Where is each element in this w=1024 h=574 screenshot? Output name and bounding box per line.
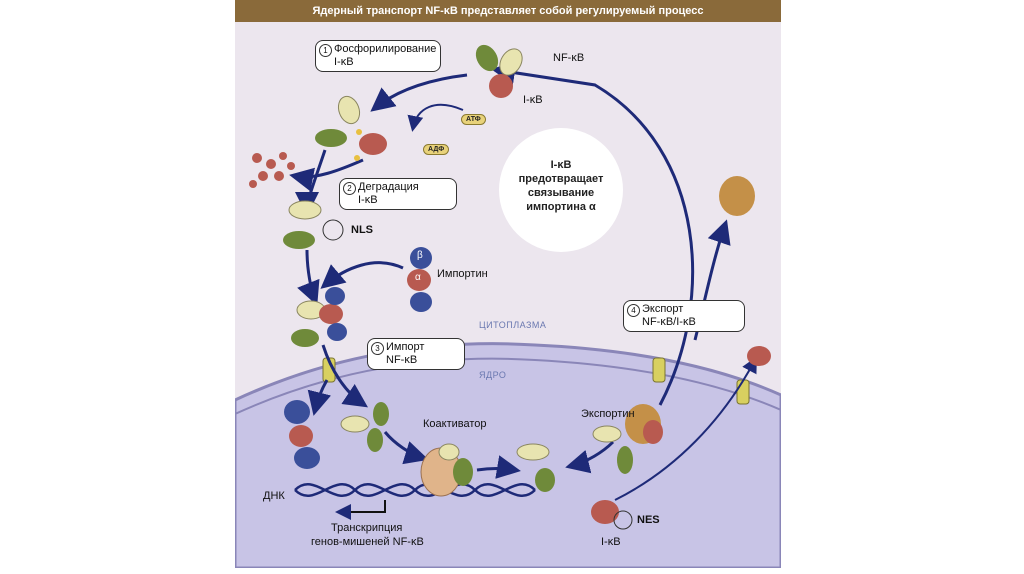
release-arrow: [307, 379, 332, 416]
exportin-label: Экспортин: [581, 408, 635, 420]
nfkb-free: [283, 200, 344, 249]
importin: [407, 247, 432, 312]
ikb-free-right: [747, 346, 771, 366]
cytoplasm-label: ЦИТОПЛАЗМА: [479, 320, 547, 330]
transcription-arrow: [335, 500, 386, 520]
cycle-arrow: [491, 60, 695, 406]
atp-arrow: [407, 103, 464, 132]
importin-alpha-label: α: [415, 272, 421, 283]
step-degradation: 2 Деградация I-κB: [339, 178, 457, 210]
down-arrow-2: [297, 249, 320, 306]
nfkb-importin-complex: [291, 287, 347, 347]
nfkb-ikb-complex-top: [475, 44, 523, 98]
nes-label: NES: [637, 514, 660, 526]
nfkb-label: NF-κB: [553, 52, 585, 64]
center-circle: [499, 128, 623, 252]
exportin-arrow: [614, 356, 757, 501]
center-line-3: связывание: [527, 187, 595, 199]
transcription-label-2: генов-мишеней NF-κB: [311, 536, 424, 548]
importin-nucleus: [284, 400, 320, 469]
step-text-line1: Импорт: [386, 341, 425, 353]
ikb-nes: [591, 500, 633, 530]
phosphorylation-arrow: [370, 73, 468, 112]
nfkb-right: [516, 443, 555, 492]
to-export-arrow: [476, 455, 521, 479]
step-number: 1: [319, 44, 332, 57]
step-text-line2: NF-κB: [386, 354, 418, 366]
nuclear-membrane-inner: [235, 357, 781, 415]
nfkb-nucleus: [340, 402, 389, 452]
adp-badge: АДФ: [423, 144, 450, 155]
ikb-bottom-label: I-κB: [601, 536, 621, 548]
step-phosphorylation: 1 Фосфорилирование I-κB: [315, 40, 441, 72]
diagram-canvas: [235, 44, 781, 568]
import-arrow: [321, 344, 368, 408]
step-text-line2: I-κB: [358, 194, 378, 206]
step-text-line2: I-κB: [334, 56, 354, 68]
step-text-line1: Деградация: [358, 181, 419, 193]
coactivator-label: Коактиватор: [423, 418, 487, 430]
ikb-top-label: I-κB: [523, 94, 543, 106]
nls-label: NLS: [351, 224, 373, 236]
step-number: 2: [343, 182, 356, 195]
center-line-4: импортина α: [526, 201, 596, 213]
figure-panel: Ядерный транспорт NF-κB представляет соб…: [235, 0, 781, 568]
coactivator: [420, 443, 473, 497]
step-text-line2: NF-κB/I-κB: [642, 316, 696, 328]
figure-title: Ядерный транспорт NF-κB представляет соб…: [235, 0, 781, 22]
atp-badge: АТФ: [461, 114, 486, 125]
center-line-2: предотвращает: [518, 173, 604, 185]
step-text-line1: Экспорт: [642, 303, 684, 315]
importin-beta-label: β: [417, 250, 423, 261]
nes-arrow: [565, 440, 615, 474]
center-line-1: I-κB: [550, 159, 572, 171]
dna-helix: [294, 483, 536, 497]
step-export: 4 Экспорт NF-κB/I-κB: [623, 300, 745, 332]
ikb-fragments: [249, 152, 295, 188]
importin-arrow: [320, 261, 404, 289]
importin-label: Импортин: [437, 268, 488, 280]
step-text-line1: Фосфорилирование: [334, 43, 437, 55]
step-number: 3: [371, 342, 384, 355]
center-caption: I-κB предотвращает связывание импортина …: [501, 158, 621, 214]
exportin-free: [719, 176, 755, 216]
phosphorylated-complex: [315, 95, 387, 161]
nucleus-label: ЯДРО: [479, 370, 507, 380]
step-number: 4: [627, 304, 640, 317]
step-import: 3 Импорт NF-κB: [367, 338, 465, 370]
degradation-arrow: [289, 158, 364, 192]
dna-label: ДНК: [263, 490, 285, 502]
exportin-complex: [592, 404, 663, 474]
dna-arrow: [383, 431, 429, 465]
transcription-label-1: Транскрипция: [331, 522, 403, 534]
